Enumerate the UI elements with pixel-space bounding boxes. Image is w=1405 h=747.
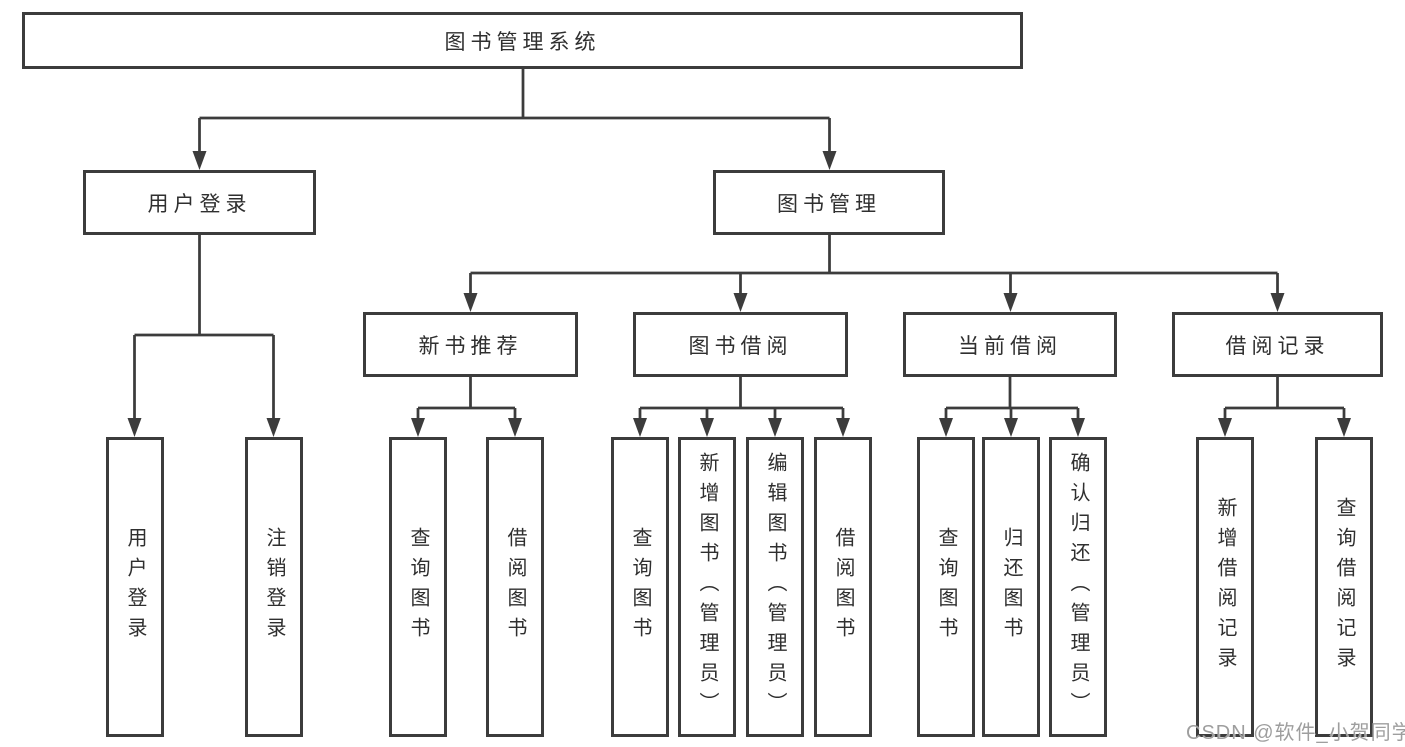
node-root: 图书管理系统 bbox=[22, 12, 1023, 69]
leaf-query-books-current: 查询图书 bbox=[917, 437, 975, 737]
connector-borrow-records-children bbox=[1223, 377, 1346, 423]
leaf-borrow-books: 借阅图书 bbox=[814, 437, 872, 737]
leaf-query-books-recommend: 查询图书 bbox=[389, 437, 447, 737]
node-book-management: 图书管理 bbox=[713, 170, 945, 235]
leaf-return-books: 归还图书 bbox=[982, 437, 1040, 737]
leaf-add-books-admin-label: 新增图书（管理员） bbox=[696, 452, 718, 722]
node-book-borrow: 图书借阅 bbox=[633, 312, 848, 377]
leaf-query-borrow-record: 查询借阅记录 bbox=[1315, 437, 1373, 737]
node-borrow-records: 借阅记录 bbox=[1172, 312, 1383, 377]
connector-new-book-children bbox=[416, 377, 517, 423]
node-current-borrow: 当前借阅 bbox=[903, 312, 1117, 377]
node-current-borrow-label: 当前借阅 bbox=[958, 334, 1062, 358]
leaf-user-login-label: 用户登录 bbox=[124, 527, 146, 647]
leaf-confirm-return-admin-label: 确认归还（管理员） bbox=[1067, 452, 1089, 722]
connector-current-borrow-children bbox=[944, 377, 1080, 423]
leaf-logout: 注销登录 bbox=[245, 437, 303, 737]
connector-user-login-children bbox=[133, 235, 275, 423]
node-user-login: 用户登录 bbox=[83, 170, 316, 235]
leaf-borrow-books-recommend-label: 借阅图书 bbox=[504, 527, 526, 647]
connector-book-borrow-children bbox=[638, 377, 845, 423]
csdn-watermark: CSDN @软件_小贺同学 bbox=[1186, 722, 1405, 744]
leaf-user-login: 用户登录 bbox=[106, 437, 164, 737]
leaf-edit-books-admin: 编辑图书（管理员） bbox=[746, 437, 804, 737]
leaf-query-books-current-label: 查询图书 bbox=[935, 527, 957, 647]
node-book-management-label: 图书管理 bbox=[777, 192, 881, 216]
leaf-add-borrow-record-label: 新增借阅记录 bbox=[1214, 497, 1236, 677]
leaf-logout-label: 注销登录 bbox=[263, 527, 285, 647]
leaf-borrow-books-label: 借阅图书 bbox=[832, 527, 854, 647]
connector-root-to-level2 bbox=[198, 68, 831, 154]
node-user-login-label: 用户登录 bbox=[147, 192, 252, 216]
leaf-query-books-borrow-label: 查询图书 bbox=[629, 527, 651, 647]
arrowheads bbox=[127, 151, 1351, 437]
leaf-return-books-label: 归还图书 bbox=[1000, 527, 1022, 647]
leaf-add-borrow-record: 新增借阅记录 bbox=[1196, 437, 1254, 737]
node-new-book-recommend: 新书推荐 bbox=[363, 312, 578, 377]
leaf-query-books-borrow: 查询图书 bbox=[611, 437, 669, 737]
leaf-query-books-recommend-label: 查询图书 bbox=[407, 527, 429, 647]
leaf-confirm-return-admin: 确认归还（管理员） bbox=[1049, 437, 1107, 737]
node-root-label: 图书管理系统 bbox=[444, 30, 601, 54]
leaf-borrow-books-recommend: 借阅图书 bbox=[486, 437, 544, 737]
leaf-edit-books-admin-label: 编辑图书（管理员） bbox=[764, 452, 786, 722]
leaf-query-borrow-record-label: 查询借阅记录 bbox=[1333, 497, 1355, 677]
node-borrow-records-label: 借阅记录 bbox=[1225, 334, 1330, 358]
leaf-add-books-admin: 新增图书（管理员） bbox=[678, 437, 736, 737]
node-new-book-recommend-label: 新书推荐 bbox=[418, 334, 523, 358]
node-book-borrow-label: 图书借阅 bbox=[688, 334, 793, 358]
connector-book-mgmt-children bbox=[469, 235, 1279, 297]
